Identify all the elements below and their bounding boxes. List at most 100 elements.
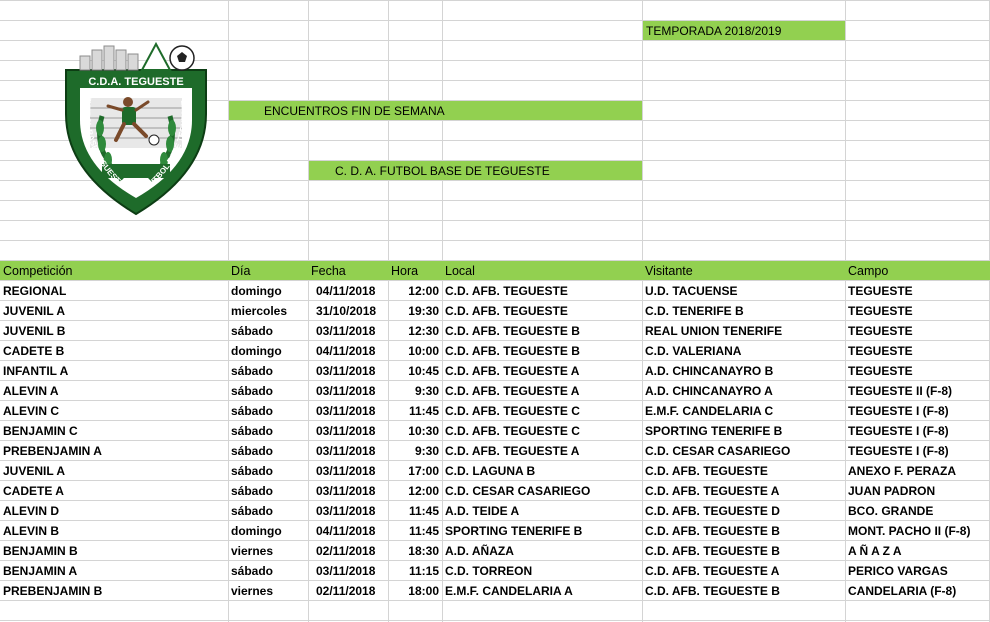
cell-local: A.D. AÑAZA: [445, 544, 514, 558]
header-band: [0, 261, 990, 280]
crest-top-text: C.D.A. TEGUESTE: [88, 76, 183, 88]
title2-band: [309, 161, 642, 180]
cell-campo: TEGUESTE: [848, 344, 913, 358]
cell-hora: 19:30: [408, 304, 439, 318]
cell-campo: TEGUESTE: [848, 304, 913, 318]
cell-dia: sábado: [231, 484, 274, 498]
cell-competicion: JUVENIL B: [3, 324, 66, 338]
cell-competicion: PREBENJAMIN B: [3, 584, 103, 598]
cell-visitante: C.D. AFB. TEGUESTE B: [645, 524, 780, 538]
cell-campo: ANEXO F. PERAZA: [848, 464, 957, 478]
cell-competicion: ALEVIN C: [3, 404, 60, 418]
cell-dia: sábado: [231, 424, 274, 438]
cell-hora: 18:00: [408, 584, 439, 598]
cell-competicion: CADETE A: [3, 484, 64, 498]
cell-competicion: CADETE B: [3, 344, 65, 358]
cell-competicion: PREBENJAMIN A: [3, 444, 102, 458]
cell-fecha: 04/11/2018: [316, 524, 376, 538]
cell-fecha: 03/11/2018: [316, 364, 376, 378]
cell-visitante: C.D. CESAR CASARIEGO: [645, 444, 791, 458]
table-row: ALEVIN A sábado 03/11/2018 9:30 C.D. AFB. TE…: [0, 381, 990, 401]
cell-local: A.D. TEIDE A: [445, 504, 520, 518]
cell-dia: sábado: [231, 324, 274, 338]
cell-local: C.D. AFB. TEGUESTE B: [445, 324, 580, 338]
cell-local: C.D. AFB. TEGUESTE C: [445, 424, 580, 438]
cell-fecha: 03/11/2018: [316, 424, 376, 438]
season-band: [643, 21, 845, 40]
cell-local: SPORTING TENERIFE B: [445, 524, 583, 538]
cell-hora: 12:00: [408, 284, 439, 298]
cell-visitante: C.D. TENERIFE B: [645, 304, 744, 318]
club-title: C. D. A. FUTBOL BASE DE TEGUESTE: [335, 164, 550, 178]
cell-fecha: 04/11/2018: [316, 284, 376, 298]
cell-competicion: JUVENIL A: [3, 464, 66, 478]
cell-campo: TEGUESTE I (F-8): [848, 444, 949, 458]
cell-dia: sábado: [231, 464, 274, 478]
cell-fecha: 04/11/2018: [316, 344, 376, 358]
cell-fecha: 02/11/2018: [316, 544, 376, 558]
col-header-fecha: Fecha: [311, 264, 346, 278]
col-header-visitante: Visitante: [645, 264, 693, 278]
cell-campo: TEGUESTE II (F-8): [848, 384, 953, 398]
cell-fecha: 03/11/2018: [316, 384, 376, 398]
cell-local: C.D. TORREON: [445, 564, 533, 578]
table-row: JUVENIL B sábado 03/11/2018 12:30 C.D. AFB. …: [0, 321, 990, 341]
cell-hora: 12:30: [408, 324, 439, 338]
cell-visitante: C.D. AFB. TEGUESTE: [645, 464, 768, 478]
cell-campo: TEGUESTE I (F-8): [848, 424, 949, 438]
cell-visitante: C.D. VALERIANA: [645, 344, 742, 358]
cell-hora: 18:30: [408, 544, 439, 558]
cell-campo: TEGUESTE: [848, 324, 913, 338]
cell-local: C.D. AFB. TEGUESTE C: [445, 404, 580, 418]
cell-campo: TEGUESTE: [848, 284, 913, 298]
cell-visitante: C.D. AFB. TEGUESTE B: [645, 544, 780, 558]
cell-fecha: 03/11/2018: [316, 444, 376, 458]
cell-local: C.D. AFB. TEGUESTE A: [445, 384, 580, 398]
cell-campo: A Ñ A Z A: [848, 544, 902, 558]
cell-fecha: 03/11/2018: [316, 464, 376, 478]
table-row: CADETE B domingo 04/11/2018 10:00 C.D. AFB. …: [0, 341, 990, 361]
cell-local: C.D. AFB. TEGUESTE A: [445, 444, 580, 458]
col-header-local: Local: [445, 264, 475, 278]
col-header-hora: Hora: [391, 264, 419, 278]
cell-dia: sábado: [231, 564, 274, 578]
cell-fecha: 03/11/2018: [316, 564, 376, 578]
cell-fecha: 03/11/2018: [316, 324, 376, 338]
cell-hora: 10:00: [408, 344, 439, 358]
season-label: TEMPORADA 2018/2019: [646, 24, 782, 38]
cell-campo: CANDELARIA (F-8): [848, 584, 957, 598]
cell-hora: 9:30: [414, 444, 439, 458]
cell-visitante: U.D. TACUENSE: [645, 284, 738, 298]
cell-dia: domingo: [231, 524, 282, 538]
cell-fecha: 02/11/2018: [316, 584, 376, 598]
cell-visitante: C.D. AFB. TEGUESTE D: [645, 504, 780, 518]
cell-visitante: SPORTING TENERIFE B: [645, 424, 783, 438]
col-header-campo: Campo: [848, 264, 889, 278]
cell-campo: PERICO VARGAS: [848, 564, 948, 578]
cell-competicion: ALEVIN D: [3, 504, 60, 518]
cell-fecha: 31/10/2018: [316, 304, 377, 318]
cell-campo: BCO. GRANDE: [848, 504, 934, 518]
cell-dia: sábado: [231, 404, 274, 418]
cell-campo: MONT. PACHO II (F-8): [848, 524, 971, 538]
cell-local: C.D. AFB. TEGUESTE B: [445, 344, 580, 358]
cell-local: E.M.F. CANDELARIA A: [445, 584, 573, 598]
cell-dia: viernes: [231, 584, 274, 598]
cell-hora: 9:30: [414, 384, 439, 398]
cell-hora: 10:30: [408, 424, 439, 438]
cell-competicion: JUVENIL A: [3, 304, 66, 318]
cell-dia: domingo: [231, 344, 282, 358]
table-row: PREBENJAMIN B viernes 02/11/2018 18:00 E.M.F…: [0, 581, 990, 601]
cell-competicion: BENJAMIN A: [3, 564, 78, 578]
cell-visitante: C.D. AFB. TEGUESTE B: [645, 584, 780, 598]
cell-dia: sábado: [231, 384, 274, 398]
cell-competicion: ALEVIN A: [3, 384, 59, 398]
